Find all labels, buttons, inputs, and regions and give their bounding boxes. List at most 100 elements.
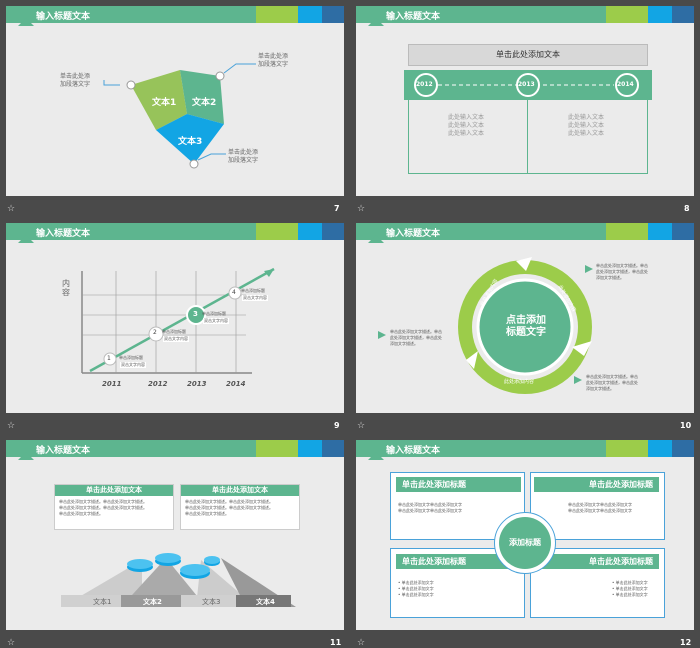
arc-text-3: 此处添加内容 xyxy=(504,379,535,385)
green-block xyxy=(256,440,298,457)
page-number: 10 xyxy=(680,421,692,430)
page-number: 12 xyxy=(680,638,692,647)
star-icon: ☆ xyxy=(357,638,366,648)
card-left-title: 单击此处添加文本 xyxy=(55,485,173,496)
header-triangle xyxy=(368,452,384,460)
bar-label-4: 文本4 xyxy=(256,598,275,606)
slide-header: 输入标题文本 xyxy=(356,223,694,243)
header-title: 输入标题文本 xyxy=(36,12,91,22)
shape-label-1: 文本1 xyxy=(152,98,177,108)
year-2013: 2013 xyxy=(187,380,207,388)
header-triangle xyxy=(18,452,34,460)
box-br-title: 单击此处添加标题 xyxy=(534,554,659,569)
timeline-col-right xyxy=(528,100,648,174)
step-3-text: 双击文字内容 xyxy=(204,318,228,323)
green-block xyxy=(256,6,298,23)
step-2-text: 双击文字内容 xyxy=(164,336,188,341)
cycle-diagram xyxy=(378,257,593,394)
header-title: 输入标题文本 xyxy=(36,446,91,456)
star-icon: ☆ xyxy=(7,421,16,431)
blue-block xyxy=(648,223,672,240)
step-2: 2 xyxy=(153,329,157,336)
card-right: 单击此处添加文本 单击此处添加文字描述。单击此处添加文字描述。单击此处添加文字描… xyxy=(180,484,300,530)
box-tl-title: 单击此处添加标题 xyxy=(396,477,521,492)
star-icon: ☆ xyxy=(7,638,16,648)
slide-header: 输入标题文本 xyxy=(356,440,694,460)
timeline-arrows xyxy=(414,73,639,97)
navy-block xyxy=(672,223,694,240)
bar-label-3: 文本3 xyxy=(202,598,221,606)
star-icon: ☆ xyxy=(357,204,366,214)
col-left-text: 此处输入文本此处输入文本此处输入文本 xyxy=(448,114,485,137)
step-4-title: 单击添加标题 xyxy=(241,288,265,293)
blue-block xyxy=(648,6,672,23)
page-number: 11 xyxy=(330,638,342,647)
green-block xyxy=(606,6,648,23)
step-1: 1 xyxy=(107,355,111,362)
slide-8[interactable]: 输入标题文本 单击此处添加文本 2012 2013 2014 此处输入文本此处输… xyxy=(356,6,694,196)
page-number: 9 xyxy=(334,421,340,430)
navy-block xyxy=(322,440,344,457)
cycle-center-title: 点击添加标题文字 xyxy=(506,315,546,338)
side-text-left: 单击此处添加文字描述。单击此处添加文字描述，单击此处添加文字描述。 xyxy=(390,329,442,346)
slide-10[interactable]: 输入标题文本 点击添加标题文字 此处添加内容 此处添加内容 此处添加内容 单击此… xyxy=(356,223,694,413)
navy-block xyxy=(672,440,694,457)
blue-block xyxy=(648,440,672,457)
shape-diagram xyxy=(103,63,256,169)
shape-label-3: 文本3 xyxy=(178,137,203,147)
navy-block xyxy=(672,6,694,23)
card-right-text: 单击此处添加文字描述。单击此处添加文字描述。单击此处添加文字描述。单击此处添加文… xyxy=(185,499,273,516)
y-axis-label: 内容 xyxy=(62,279,70,297)
slide-7[interactable]: 输入标题文本 文本1 文本2 文本3 单击此处添加段落文字 单击此处添加段落文字… xyxy=(6,6,344,196)
col-right-text: 此处输入文本此处输入文本此处输入文本 xyxy=(568,114,605,137)
header-triangle xyxy=(18,18,34,26)
timeline-col-left xyxy=(408,100,528,174)
year-2012: 2012 xyxy=(416,81,433,88)
year-2012: 2012 xyxy=(148,380,168,388)
step-2-title: 单击添加标题 xyxy=(162,329,186,334)
page-number: 8 xyxy=(684,204,690,213)
slide-9[interactable]: 输入标题文本 内容 1 2 3 4 单击添加标题 双击文字内容 单击添加标题 双… xyxy=(6,223,344,413)
step-1-title: 单击添加标题 xyxy=(119,355,143,360)
card-right-title: 单击此处添加文本 xyxy=(181,485,299,496)
star-icon: ☆ xyxy=(357,421,366,431)
step-3: 3 xyxy=(193,310,198,318)
step-4-text: 双击文字内容 xyxy=(243,295,267,300)
card-left: 单击此处添加文本 单击此处添加文字描述。单击此处添加文字描述。单击此处添加文字描… xyxy=(54,484,174,530)
step-4: 4 xyxy=(232,289,236,296)
slide-12[interactable]: 输入标题文本 单击此处添加标题 单击此处添加标题 单击此处添加标题 单击此处添加… xyxy=(356,440,694,630)
year-2014: 2014 xyxy=(617,81,634,88)
box-br-bullets: • 单击此处添加文字• 单击此处添加文字• 单击此处添加文字 xyxy=(612,580,648,597)
slide-header: 输入标题文本 xyxy=(356,6,694,26)
header-triangle xyxy=(368,235,384,243)
slide-header: 输入标题文本 xyxy=(6,223,344,243)
box-bl-bullets: • 单击此处添加文字• 单击此处添加文字• 单击此处添加文字 xyxy=(398,580,434,597)
blue-block xyxy=(298,6,322,23)
perspective-bars xyxy=(61,553,296,607)
box-tr-title: 单击此处添加标题 xyxy=(534,477,659,492)
bar-label-1: 文本1 xyxy=(93,598,112,606)
step-1-text: 双击文字内容 xyxy=(121,362,145,367)
timeline-title: 单击此处添加文本 xyxy=(408,44,648,66)
header-title: 输入标题文本 xyxy=(386,229,441,239)
slide-header: 输入标题文本 xyxy=(6,6,344,26)
slide-11[interactable]: 输入标题文本 单击此处添加文本 单击此处添加文字描述。单击此处添加文字描述。单击… xyxy=(6,440,344,630)
card-left-text: 单击此处添加文字描述。单击此处添加文字描述。单击此处添加文字描述。单击此处添加文… xyxy=(59,499,147,516)
navy-block xyxy=(322,6,344,23)
center-title: 添加标题 xyxy=(499,517,551,569)
callout-right: 单击此处添加段落文字 xyxy=(258,53,289,68)
header-triangle xyxy=(368,18,384,26)
green-block xyxy=(606,223,648,240)
navy-block xyxy=(322,223,344,240)
box-tr-text: 单击此处添加文字单击此处添加文字单击此处添加文字单击此处添加文字 xyxy=(568,502,632,513)
year-2014: 2014 xyxy=(226,380,246,388)
box-tl-text: 单击此处添加文字单击此处添加文字单击此处添加文字单击此处添加文字 xyxy=(398,502,462,513)
blue-block xyxy=(298,223,322,240)
slide-header: 输入标题文本 xyxy=(6,440,344,460)
bar-label-2: 文本2 xyxy=(143,598,162,606)
callout-left: 单击此处添加段落文字 xyxy=(60,73,91,88)
growth-chart xyxy=(81,267,275,374)
header-title: 输入标题文本 xyxy=(36,229,91,239)
side-text-bottom-right: 单击此处添加文字描述。单击此处添加文字描述，单击此处添加文字描述。 xyxy=(586,374,638,391)
header-title: 输入标题文本 xyxy=(386,12,441,22)
